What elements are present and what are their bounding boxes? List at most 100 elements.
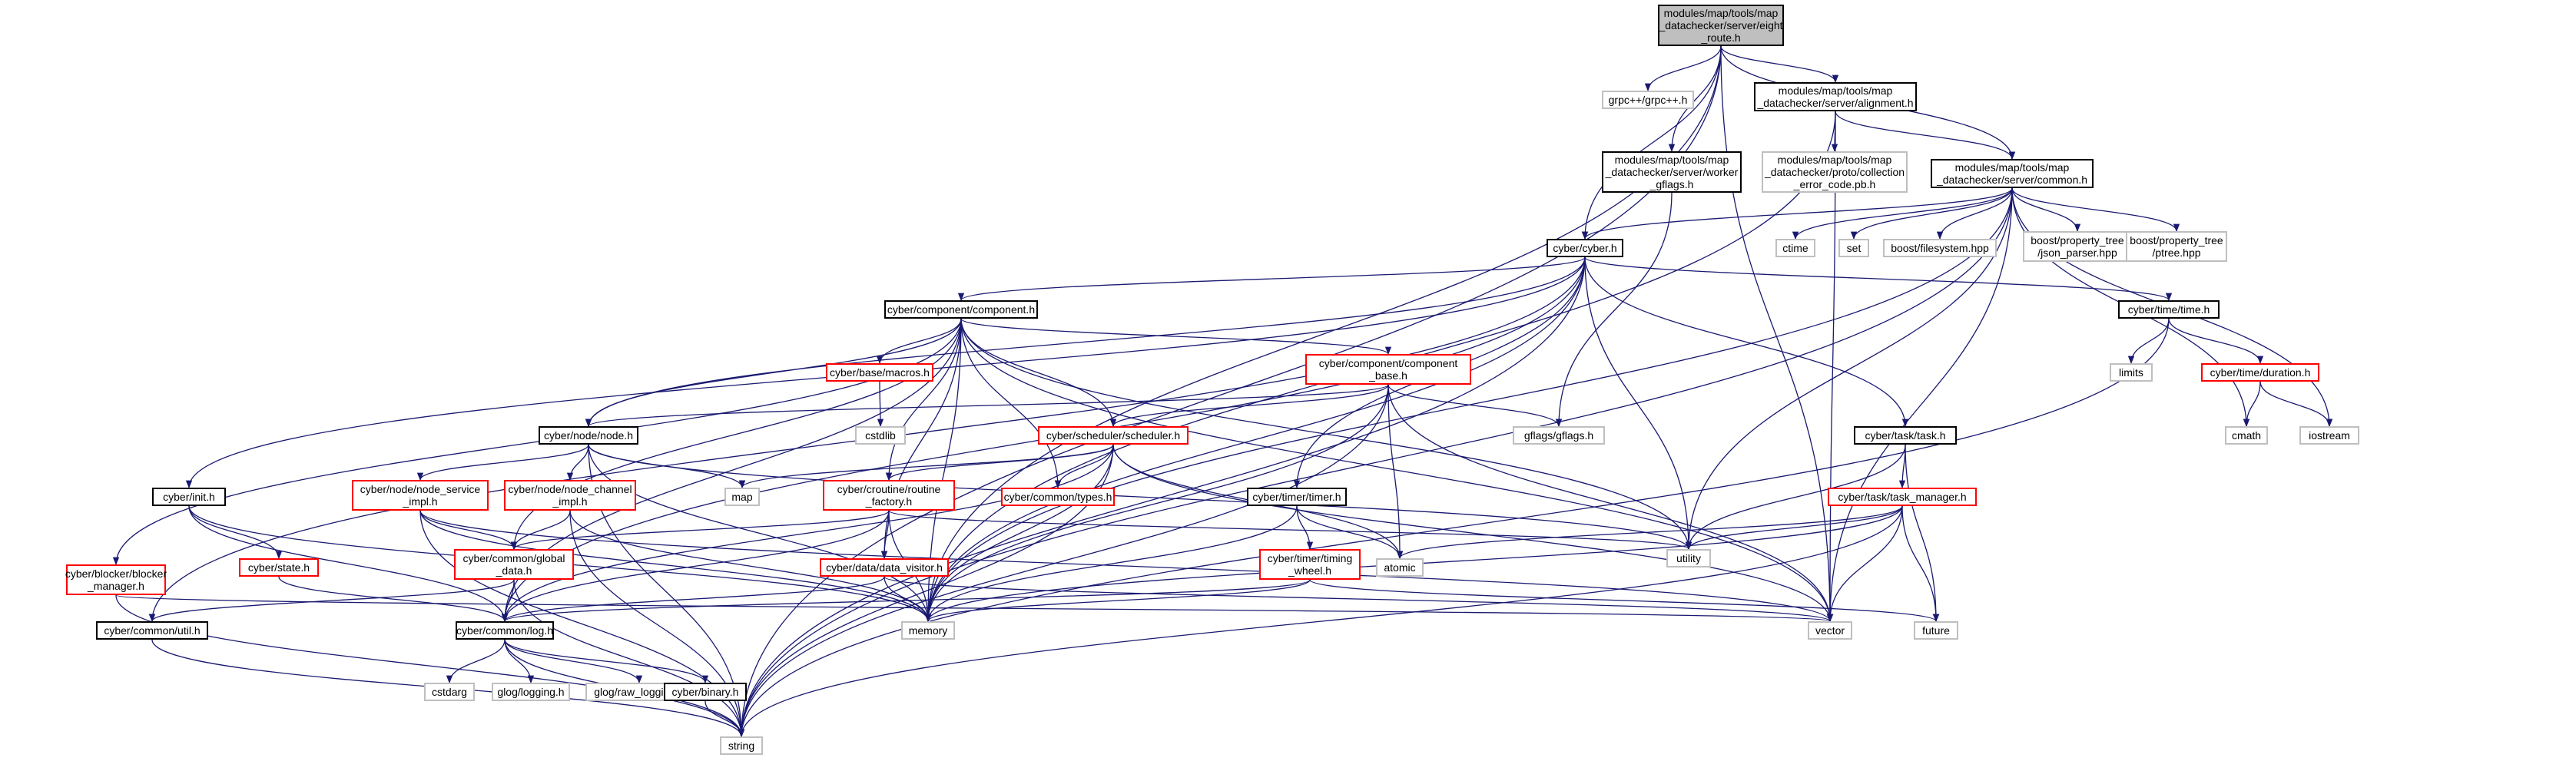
node-global-data-h[interactable]: cyber/common/global_data.h bbox=[454, 549, 574, 580]
node-boost-ptree-hpp[interactable]: boost/property_tree/ptree.hpp bbox=[2126, 231, 2227, 262]
node-timer-h[interactable]: cyber/timer/timer.h bbox=[1247, 488, 1347, 506]
node-vector[interactable]: vector bbox=[1808, 621, 1852, 640]
node-iostream[interactable]: iostream bbox=[2299, 426, 2359, 445]
node-label-line: boost/property_tree bbox=[2031, 234, 2124, 246]
edge-cyber-to-utility bbox=[1584, 256, 1692, 551]
node-node-channel-impl-h[interactable]: cyber/node/node_channel_impl.h bbox=[504, 480, 636, 511]
node-label-line: modules/map/tools/map bbox=[1777, 154, 1892, 166]
edge-component-to-macros bbox=[876, 318, 962, 365]
node-alignment-h[interactable]: modules/map/tools/map_datachecker/server… bbox=[1754, 82, 1917, 111]
node-scheduler-h[interactable]: cyber/scheduler/scheduler.h bbox=[1038, 426, 1189, 445]
node-label-line: cyber/node/node_channel bbox=[508, 483, 632, 495]
node-memory[interactable]: memory bbox=[901, 621, 955, 640]
node-label-line: cyber/scheduler/scheduler.h bbox=[1046, 429, 1181, 442]
edge-scheduler-to-log bbox=[501, 444, 1114, 623]
node-timing-wheel-h[interactable]: cyber/timer/timing_wheel.h bbox=[1259, 549, 1361, 580]
node-cyber-h[interactable]: cyber/cyber.h bbox=[1547, 239, 1623, 257]
node-gflags-h[interactable]: gflags/gflags.h bbox=[1513, 426, 1605, 445]
node-state-h[interactable]: cyber/state.h bbox=[239, 558, 319, 577]
edge-task_manager-to-vector bbox=[1826, 505, 1903, 623]
node-component-h[interactable]: cyber/component/component.h bbox=[884, 300, 1038, 319]
node-atomic[interactable]: atomic bbox=[1376, 558, 1424, 577]
node-boost-filesystem-hpp[interactable]: boost/filesystem.hpp bbox=[1883, 239, 1997, 257]
node-label-line: glog/raw_logging.h bbox=[594, 686, 685, 698]
edge-timing_wheel-to-log bbox=[502, 579, 1311, 623]
node-set[interactable]: set bbox=[1838, 239, 1869, 257]
node-time-h[interactable]: cyber/time/time.h bbox=[2118, 300, 2220, 319]
node-string[interactable]: string bbox=[720, 736, 763, 755]
node-types-h[interactable]: cyber/common/types.h bbox=[1001, 488, 1115, 506]
node-boost-json-parser-hpp[interactable]: boost/property_tree/json_parser.hpp bbox=[2023, 231, 2132, 262]
node-worker-gflags-h[interactable]: modules/map/tools/map_datachecker/server… bbox=[1602, 151, 1742, 193]
edge-scheduler-to-types bbox=[1054, 444, 1114, 489]
node-label-line: cyber/state.h bbox=[247, 561, 310, 574]
node-label-line: _datachecker/proto/collection bbox=[1764, 166, 1905, 178]
edge-root-to-cyber bbox=[1581, 45, 1722, 240]
edge-component_base-to-memory bbox=[924, 384, 1389, 623]
node-binary-h[interactable]: cyber/binary.h bbox=[664, 683, 747, 701]
edge-blocker_manager-to-vector bbox=[115, 594, 1832, 623]
edge-component_base-to-atomic bbox=[1387, 384, 1404, 560]
node-macros-h[interactable]: cyber/base/macros.h bbox=[826, 363, 933, 382]
node-grpcpp-h[interactable]: grpc++/grpc++.h bbox=[1602, 91, 1694, 109]
edge-node_channel-to-memory bbox=[569, 510, 932, 623]
edge-node_service-to-global_data bbox=[419, 510, 518, 551]
node-label-line: cyber/init.h bbox=[163, 491, 215, 503]
edge-worker_gflags-to-gflags bbox=[1555, 192, 1673, 428]
edge-component_base-to-node bbox=[585, 384, 1389, 428]
node-label-line: _impl.h bbox=[552, 495, 588, 508]
node-label-line: _factory.h bbox=[865, 495, 913, 508]
node-utility[interactable]: utility bbox=[1666, 549, 1711, 567]
node-label-line: modules/map/tools/map bbox=[1778, 84, 1893, 97]
edge-scheduler-to-memory bbox=[924, 444, 1114, 623]
node-cmath[interactable]: cmath bbox=[2225, 426, 2268, 445]
node-routine-factory-h[interactable]: cyber/croutine/routine_factory.h bbox=[823, 480, 955, 511]
edge-log-to-binary bbox=[504, 639, 709, 684]
edge-timer-to-timing_wheel bbox=[1296, 505, 1314, 551]
node-label-line: cyber/blocker/blocker bbox=[65, 567, 167, 580]
node-init-h[interactable]: cyber/init.h bbox=[152, 488, 226, 506]
node-label-line: cstdarg bbox=[432, 686, 467, 698]
node-label-line: gflags/gflags.h bbox=[1523, 429, 1594, 442]
node-glog-logging-h[interactable]: glog/logging.h bbox=[492, 683, 570, 701]
node-component-base-h[interactable]: cyber/component/component_base.h bbox=[1305, 354, 1471, 385]
node-data-visitor-h[interactable]: cyber/data/data_visitor.h bbox=[820, 558, 949, 577]
edge-component_base-to-vector bbox=[1387, 384, 1834, 623]
node-node-h[interactable]: cyber/node/node.h bbox=[539, 426, 638, 445]
node-cstdarg[interactable]: cstdarg bbox=[424, 683, 475, 701]
node-label-line: utility bbox=[1676, 552, 1701, 564]
node-node-service-impl-h[interactable]: cyber/node/node_service_impl.h bbox=[352, 480, 489, 511]
edge-component-to-node bbox=[585, 318, 962, 428]
edge-timer-to-atomic bbox=[1296, 505, 1404, 560]
node-label-line: iostream bbox=[2309, 429, 2350, 442]
edge-root-to-grpcpp bbox=[1644, 45, 1722, 92]
edge-component-to-types bbox=[960, 318, 1062, 489]
node-glog-raw-logging-h[interactable]: glog/raw_logging.h bbox=[585, 683, 693, 701]
edge-node-to-memory bbox=[588, 444, 932, 623]
edge-state-to-log bbox=[278, 576, 509, 623]
edge-cyber-to-time bbox=[1584, 256, 2172, 302]
node-eight-route-h[interactable]: modules/map/tools/map_datachecker/server… bbox=[1658, 5, 1784, 46]
node-collection-error-code-pb-h[interactable]: modules/map/tools/map_datachecker/proto/… bbox=[1762, 151, 1908, 193]
node-label-line: cyber/node/node.h bbox=[544, 429, 633, 442]
edge-common-to-set bbox=[1850, 187, 2013, 240]
node-cstdlib[interactable]: cstdlib bbox=[855, 426, 906, 445]
node-map[interactable]: map bbox=[724, 488, 760, 506]
node-ctime[interactable]: ctime bbox=[1775, 239, 1815, 257]
node-task-manager-h[interactable]: cyber/task/task_manager.h bbox=[1828, 488, 1977, 506]
node-task-h[interactable]: cyber/task/task.h bbox=[1854, 426, 1957, 445]
edge-cyber-to-component bbox=[958, 256, 1586, 302]
node-label-line: cyber/time/duration.h bbox=[2210, 366, 2311, 379]
node-label-line: _datachecker/server/alignment.h bbox=[1757, 97, 1914, 109]
edge-routine_factory-to-log bbox=[501, 510, 890, 623]
node-label-line: cyber/common/util.h bbox=[104, 624, 201, 637]
node-util-h[interactable]: cyber/common/util.h bbox=[96, 621, 208, 640]
node-limits[interactable]: limits bbox=[2110, 363, 2153, 382]
node-future[interactable]: future bbox=[1914, 621, 1958, 640]
node-duration-h[interactable]: cyber/time/duration.h bbox=[2201, 363, 2319, 382]
node-log-h[interactable]: cyber/common/log.h bbox=[456, 621, 554, 640]
node-blocker-manager-h[interactable]: cyber/blocker/blocker_manager.h bbox=[65, 564, 167, 595]
node-label-line: /ptree.hpp bbox=[2152, 246, 2201, 259]
edge-duration-to-cmath bbox=[2243, 381, 2261, 428]
node-common-h[interactable]: modules/map/tools/map_datachecker/server… bbox=[1931, 159, 2094, 188]
